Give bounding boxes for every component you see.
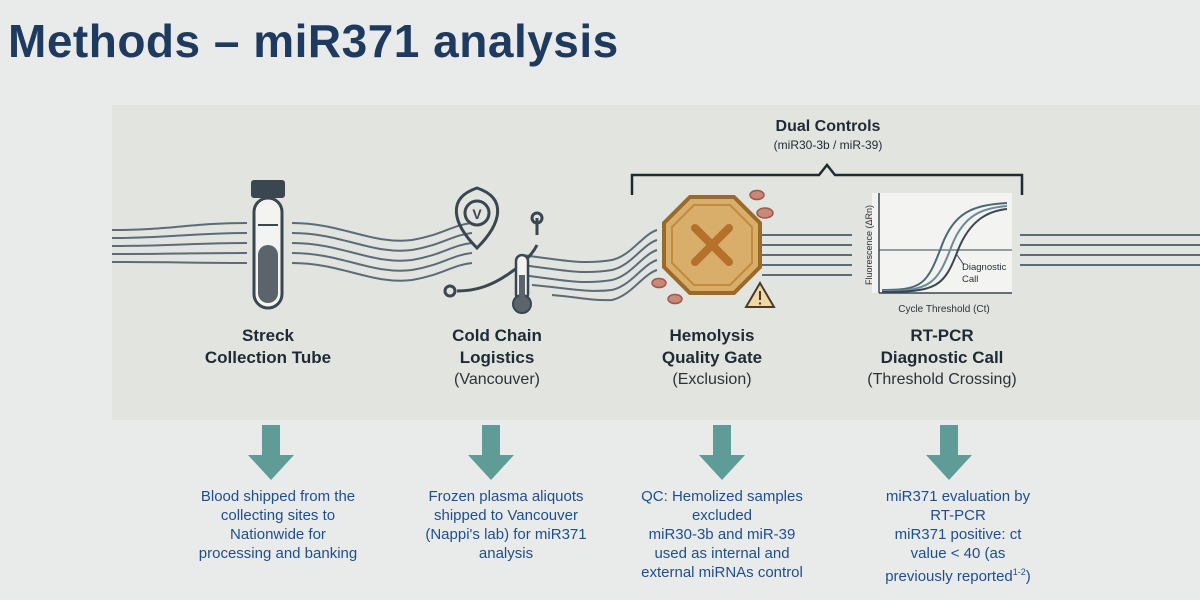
description-line: QC: Hemolized samples [641, 488, 803, 505]
description-line: miR30-3b and miR-39 [648, 526, 796, 543]
description-line: analysis [478, 545, 534, 562]
step-label-rtpcr: RT-PCR Diagnostic Call (Threshold Crossi… [832, 325, 1052, 391]
description-line: Nationwide for [230, 526, 326, 543]
description-line: (Nappi's lab) for miR371 [425, 526, 587, 543]
location-pin-icon [443, 186, 544, 298]
down-arrow-icon [248, 425, 294, 480]
description-line: excluded [691, 507, 753, 524]
description-line: value < 40 (as [910, 545, 1006, 562]
down-arrow-icon [699, 425, 745, 480]
step-subtitle: (Threshold Crossing) [867, 371, 1017, 388]
description-line: processing and banking [198, 545, 358, 562]
description-rtpcr: miR371 evaluation by RT-PCR miR371 posit… [848, 487, 1068, 586]
step-name-2: Logistics [459, 348, 535, 367]
red-blood-cell-icons [651, 189, 774, 305]
collection-tube-icon [251, 180, 285, 310]
description-line: miR371 positive: ct [894, 526, 1022, 543]
warning-icon [744, 281, 776, 308]
description-line: external miRNAs control [641, 564, 803, 581]
description-line: shipped to Vancouver [434, 507, 578, 524]
step-label-streck: Streck Collection Tube [168, 325, 368, 369]
description-line: miR371 evaluation by [885, 488, 1031, 505]
description-line: Frozen plasma aliquots [428, 488, 584, 505]
description-line: Blood shipped from the [200, 488, 356, 505]
pin-letter: V [472, 206, 482, 222]
dual-controls-title: Dual Controls [775, 118, 881, 135]
pcr-annotation-line2: Call [962, 274, 978, 285]
thermometer-icon [512, 253, 532, 314]
pcr-ylabel: Fluorescence (ΔRn) [864, 205, 874, 285]
workflow-panel: V [112, 105, 1200, 420]
dual-controls-subtitle: (miR30-3b / miR-39) [773, 138, 883, 152]
controls-bracket [630, 162, 1024, 195]
step-name: Streck [242, 326, 294, 345]
step-subtitle: (Exclusion) [672, 371, 752, 388]
down-arrow-icon [926, 425, 972, 480]
step-name-2: Diagnostic Call [880, 348, 1004, 367]
flow-illustration: V [112, 162, 1200, 315]
pcr-xlabel: Cycle Threshold (Ct) [898, 304, 990, 315]
step-label-cold-chain: Cold Chain Logistics (Vancouver) [397, 325, 597, 391]
closing-paren: ) [1025, 568, 1031, 585]
description-streck: Blood shipped from the collecting sites … [168, 487, 388, 563]
step-name-2: Collection Tube [204, 348, 332, 367]
step-subtitle: (Vancouver) [454, 371, 540, 388]
description-hemolysis: QC: Hemolized samples excluded miR30-3b … [612, 487, 832, 582]
dual-controls-label: Dual Controls (miR30-3b / miR-39) [640, 118, 1016, 152]
exclusion-octagon-icon [662, 195, 762, 295]
description-line: previously reported1-2) [848, 563, 1068, 586]
flow-lines [112, 222, 1200, 302]
slide-title: Methods – miR371 analysis [8, 15, 619, 67]
description-cold-chain: Frozen plasma aliquots shipped to Vancou… [396, 487, 616, 563]
description-line: used as internal and [654, 545, 790, 562]
down-arrow-icon [468, 425, 514, 480]
pcr-amplification-plot [872, 193, 1012, 294]
description-line: collecting sites to [220, 507, 336, 524]
description-text: previously reported [885, 568, 1013, 585]
step-name-2: Quality Gate [661, 348, 763, 367]
reference-superscript: 1-2 [1012, 567, 1026, 577]
step-name: Hemolysis [669, 326, 755, 345]
step-name: RT-PCR [910, 326, 974, 345]
step-label-hemolysis: Hemolysis Quality Gate (Exclusion) [612, 325, 812, 391]
description-line: RT-PCR [930, 507, 986, 524]
step-name: Cold Chain [452, 326, 542, 345]
pcr-annotation-line1: Diagnostic [962, 262, 1007, 273]
